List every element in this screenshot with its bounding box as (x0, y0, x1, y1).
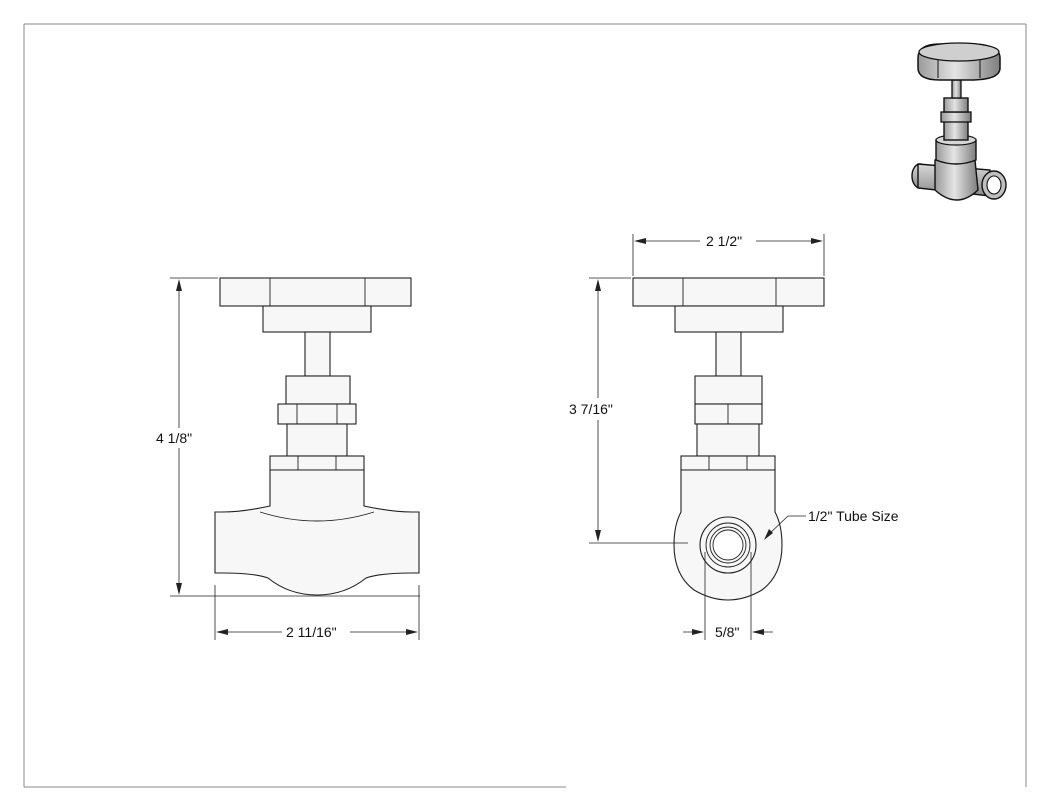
side-height-label: 3 7/16" (569, 401, 613, 417)
front-stem (304, 331, 331, 377)
side-port-label: 5/8" (715, 624, 739, 640)
side-packing-nut (694, 403, 763, 425)
front-dimensions (170, 277, 420, 640)
front-height-label: 4 1/8" (156, 430, 192, 446)
front-handle (219, 277, 412, 307)
tube-size-label: 1/2" Tube Size (808, 508, 899, 524)
sheet-border (23, 23, 1027, 788)
side-stem (715, 331, 742, 377)
side-bonnet-lower (696, 423, 760, 457)
side-body-hex (680, 455, 776, 471)
front-width-label: 2 11/16" (286, 624, 337, 640)
front-body-hex (269, 455, 365, 471)
side-dimensions (589, 234, 825, 640)
front-valve-body (214, 469, 420, 596)
side-bonnet-upper (694, 375, 763, 405)
front-bonnet-lower (286, 423, 348, 457)
valve-isometric-icon (911, 42, 1007, 201)
front-bonnet-upper (285, 375, 351, 405)
side-handle (632, 277, 825, 307)
side-view (632, 277, 825, 601)
front-packing-nut (277, 403, 357, 425)
front-handle-hub (262, 305, 372, 333)
side-handle-hub (674, 305, 784, 333)
front-view (214, 277, 420, 596)
side-handle-width-label: 2 1/2" (706, 233, 742, 249)
